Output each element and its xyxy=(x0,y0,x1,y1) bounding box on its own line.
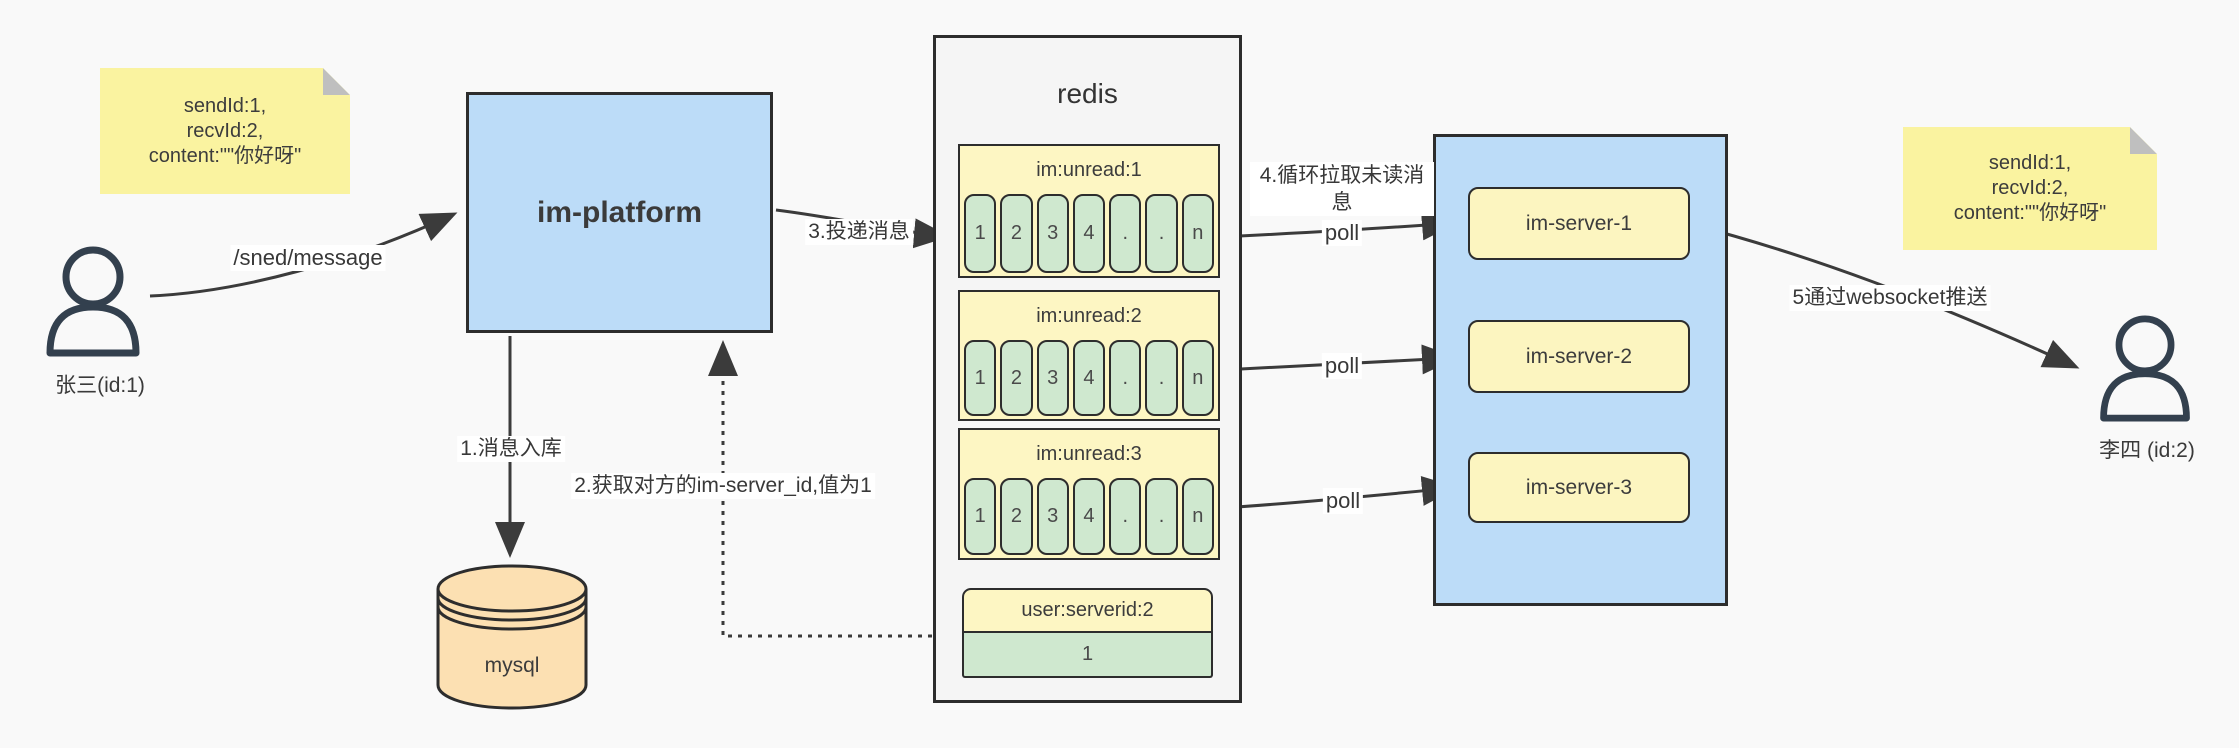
queue-cell: . xyxy=(1109,340,1142,416)
user-icon xyxy=(2100,315,2190,422)
note-push-payload: sendId:1, recvId:2, content:""你好呀" xyxy=(1903,127,2157,250)
edge-label-step5: 5通过websocket推送 xyxy=(1789,285,1991,311)
user-icon xyxy=(46,246,140,357)
im-server-2-box: im-server-2 xyxy=(1468,320,1690,393)
kv-key: user:serverid:2 xyxy=(962,588,1213,633)
queue-name: im:unread:2 xyxy=(1036,304,1142,327)
receiver-label: 李四 (id:2) xyxy=(2099,439,2195,462)
queue-cell: . xyxy=(1109,478,1142,555)
edge-label-send: /sned/message xyxy=(230,245,386,271)
redis-title: redis xyxy=(1057,78,1118,109)
note-send-payload: sendId:1, recvId:2, content:""你好呀" xyxy=(100,68,350,194)
queue-im-unread-3: im:unread:3 1 2 3 4 . . n xyxy=(958,428,1220,560)
queue-cell: n xyxy=(1181,194,1214,273)
edge-label-poll-1: poll xyxy=(1321,220,1363,246)
queue-cell: 1 xyxy=(964,340,997,416)
note-fold-icon xyxy=(2130,127,2157,154)
im-platform-label: im-platform xyxy=(537,195,702,229)
edge-label-step3: 3.投递消息 xyxy=(805,219,913,245)
queue-im-unread-2: im:unread:2 1 2 3 4 . . n xyxy=(958,290,1220,421)
note-line: sendId:1, xyxy=(1988,152,2072,174)
database-label: mysql xyxy=(484,654,540,677)
sender-label: 张三(id:1) xyxy=(55,374,145,397)
queue-im-unread-1: im:unread:1 1 2 3 4 . . n xyxy=(958,144,1220,278)
note-line: recvId:2, xyxy=(1991,177,2069,199)
queue-cell: . xyxy=(1145,194,1178,273)
note-line: recvId:2, xyxy=(186,119,264,142)
kv-value: 1 xyxy=(962,633,1213,678)
im-platform-box: im-platform xyxy=(466,92,773,333)
im-server-1-label: im-server-1 xyxy=(1525,211,1633,235)
queue-cell: . xyxy=(1109,194,1142,273)
im-server-3-box: im-server-3 xyxy=(1468,452,1690,523)
queue-name: im:unread:3 xyxy=(1036,442,1142,465)
queue-cell: 4 xyxy=(1072,340,1106,416)
im-server-3-label: im-server-3 xyxy=(1525,475,1633,499)
queue-cell: 3 xyxy=(1036,194,1069,273)
note-line: sendId:1, xyxy=(183,94,267,117)
queue-cell: 3 xyxy=(1036,340,1069,416)
edge-label-step4: 4.循环拉取未读消息 xyxy=(1250,162,1434,216)
queue-cells: 1 2 3 4 . . n xyxy=(960,340,1218,419)
queue-cell: n xyxy=(1181,478,1214,555)
queue-name: im:unread:1 xyxy=(1036,158,1142,181)
edge-label-poll-2: poll xyxy=(1321,353,1363,379)
queue-cell: 3 xyxy=(1036,478,1069,555)
note-line: content:""你好呀" xyxy=(148,144,302,167)
kv-user-serverid: user:serverid:2 1 xyxy=(962,588,1213,678)
database-cylinder-icon xyxy=(436,564,588,710)
queue-cell: . xyxy=(1145,478,1178,555)
note-line: content:""你好呀" xyxy=(1953,202,2107,224)
note-fold-icon xyxy=(323,68,350,95)
queue-cells: 1 2 3 4 . . n xyxy=(960,478,1218,558)
queue-cell: 2 xyxy=(1000,340,1033,416)
im-server-2-label: im-server-2 xyxy=(1525,344,1633,368)
edge-label-step2: 2.获取对方的im-server_id,值为1 xyxy=(571,473,875,499)
queue-cell: 4 xyxy=(1072,194,1106,273)
queue-cell: 2 xyxy=(1000,194,1033,273)
queue-cell: 1 xyxy=(964,478,997,555)
queue-cell: 4 xyxy=(1072,478,1106,555)
queue-cells: 1 2 3 4 . . n xyxy=(960,194,1218,276)
edge-label-step1: 1.消息入库 xyxy=(457,436,565,462)
queue-cell: n xyxy=(1181,340,1214,416)
im-server-1-box: im-server-1 xyxy=(1468,187,1690,260)
queue-cell: 2 xyxy=(1000,478,1033,555)
queue-cell: . xyxy=(1145,340,1178,416)
queue-cell: 1 xyxy=(964,194,997,273)
edge-label-poll-3: poll xyxy=(1322,488,1364,514)
